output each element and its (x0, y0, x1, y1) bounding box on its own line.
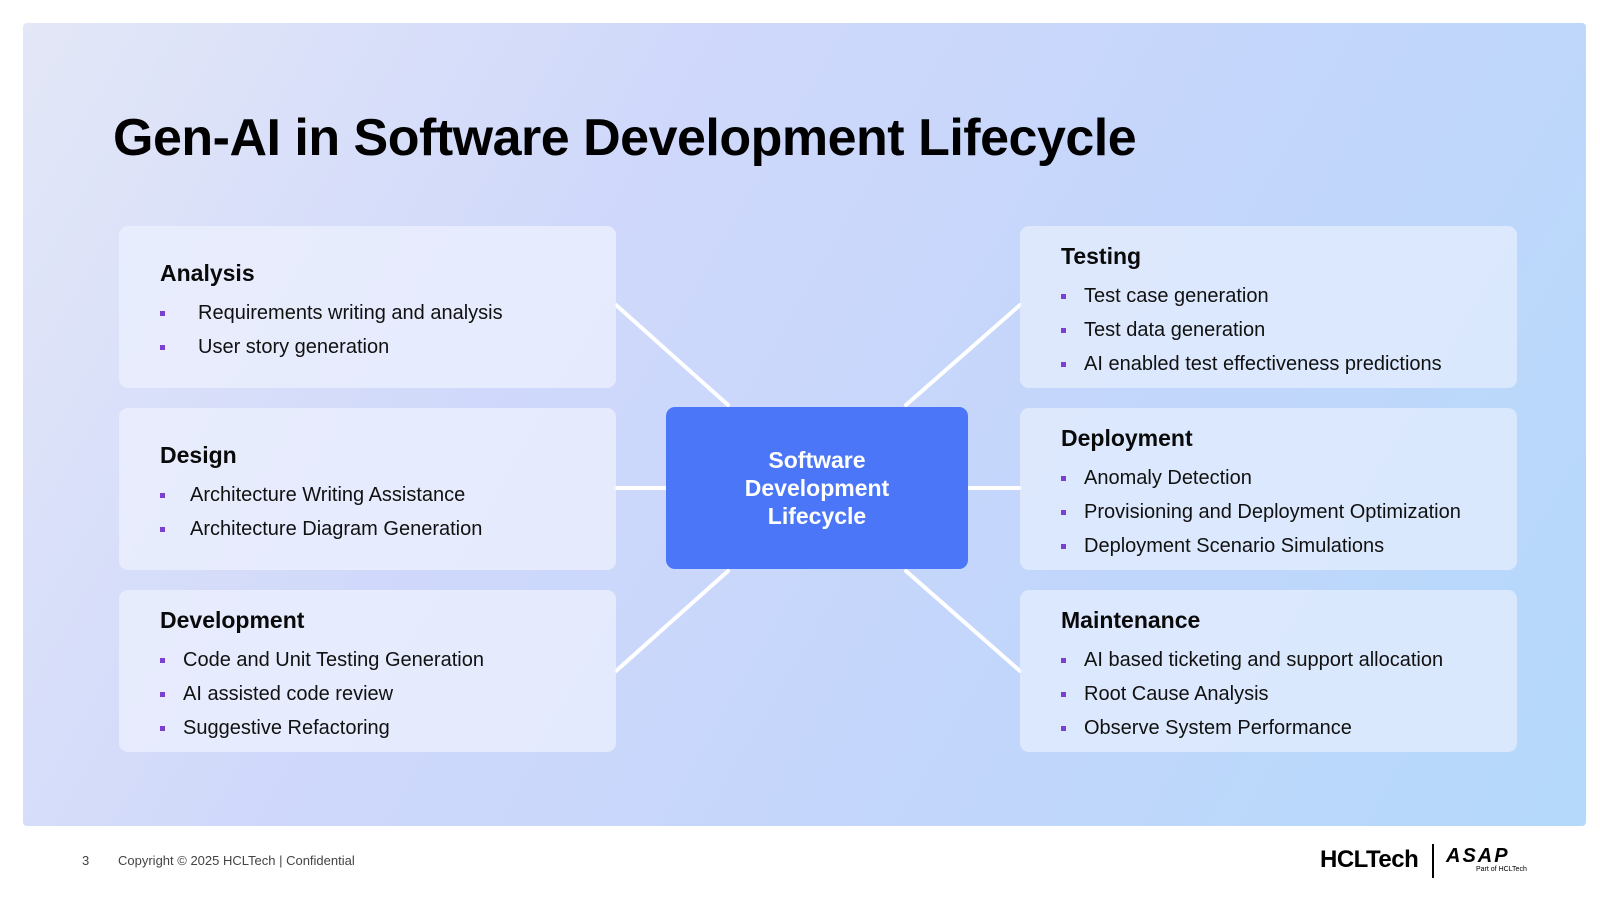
list-item: Root Cause Analysis (1061, 677, 1517, 711)
copyright-text: Copyright © 2025 HCLTech | Confidential (118, 853, 355, 868)
item-text: Code and Unit Testing Generation (183, 649, 484, 671)
list-item: Deployment Scenario Simulations (1061, 529, 1517, 563)
list-item: Provisioning and Deployment Optimization (1061, 495, 1517, 529)
square-bullet-icon (1061, 692, 1066, 697)
square-bullet-icon (1061, 476, 1066, 481)
list-item: Test case generation (1061, 279, 1517, 313)
item-text: Suggestive Refactoring (183, 717, 390, 739)
item-text: User story generation (198, 336, 390, 358)
item-list: Code and Unit Testing Generation AI assi… (160, 643, 616, 745)
square-bullet-icon (160, 527, 165, 532)
square-bullet-icon (160, 493, 165, 498)
list-item: AI assisted code review (160, 677, 616, 711)
card-heading: Testing (1061, 243, 1142, 269)
list-item: AI enabled test effectiveness prediction… (1061, 347, 1517, 381)
list-item: Test data generation (1061, 313, 1517, 347)
list-item: Observe System Performance (1061, 711, 1517, 745)
item-text: Architecture Writing Assistance (190, 484, 466, 506)
list-item: Code and Unit Testing Generation (160, 643, 616, 677)
card-heading: Analysis (160, 260, 255, 286)
square-bullet-icon (1061, 362, 1066, 367)
item-text: Observe System Performance (1084, 717, 1352, 739)
list-item: Architecture Diagram Generation (160, 512, 616, 546)
card-heading: Development (160, 607, 305, 633)
item-text: Requirements writing and analysis (198, 302, 503, 324)
logo-divider (1432, 844, 1434, 878)
square-bullet-icon (1061, 328, 1066, 333)
page-number: 3 (82, 853, 90, 868)
center-node: Software Development Lifecycle (666, 407, 968, 569)
square-bullet-icon (1061, 510, 1066, 515)
item-list: Anomaly Detection Provisioning and Deplo… (1061, 461, 1517, 563)
connector-development (614, 569, 730, 673)
connector-analysis (614, 303, 730, 407)
item-text: Test data generation (1084, 319, 1266, 341)
card-development: Development Code and Unit Testing Genera… (119, 590, 616, 752)
card-analysis: Analysis Requirements writing and analys… (119, 226, 616, 388)
item-text: Test case generation (1084, 285, 1269, 307)
card-design: Design Architecture Writing Assistance A… (119, 408, 616, 570)
square-bullet-icon (1061, 726, 1066, 731)
item-text: Root Cause Analysis (1084, 683, 1269, 705)
list-item: Architecture Writing Assistance (160, 478, 616, 512)
asap-logo: ASAP (1446, 845, 1510, 867)
list-item: AI based ticketing and support allocatio… (1061, 643, 1517, 677)
list-item: Anomaly Detection (1061, 461, 1517, 495)
list-item: User story generation (160, 330, 616, 364)
item-text: AI assisted code review (183, 683, 394, 705)
item-text: Anomaly Detection (1084, 467, 1252, 489)
card-heading: Maintenance (1061, 607, 1201, 633)
square-bullet-icon (160, 726, 165, 731)
item-list: Requirements writing and analysis User s… (160, 296, 616, 364)
square-bullet-icon (160, 345, 165, 350)
square-bullet-icon (160, 658, 165, 663)
list-item: Requirements writing and analysis (160, 296, 616, 330)
square-bullet-icon (160, 692, 165, 697)
connector-testing (904, 303, 1022, 407)
card-deployment: Deployment Anomaly Detection Provisionin… (1020, 408, 1517, 570)
card-testing: Testing Test case generation Test data g… (1020, 226, 1517, 388)
card-maintenance: Maintenance AI based ticketing and suppo… (1020, 590, 1517, 752)
center-label: Software Development Lifecycle (744, 447, 890, 529)
slide-title: Gen-AI in Software Development Lifecycle (113, 109, 1137, 167)
item-text: AI based ticketing and support allocatio… (1084, 649, 1444, 671)
item-text: AI enabled test effectiveness prediction… (1084, 353, 1442, 375)
item-text: Deployment Scenario Simulations (1084, 535, 1385, 557)
item-list: Architecture Writing Assistance Architec… (160, 478, 616, 546)
connector-maintenance (904, 569, 1022, 673)
item-list: Test case generation Test data generatio… (1061, 279, 1517, 381)
square-bullet-icon (1061, 544, 1066, 549)
item-text: Architecture Diagram Generation (190, 518, 483, 540)
square-bullet-icon (1061, 658, 1066, 663)
square-bullet-icon (160, 311, 165, 316)
asap-logo-subtext: Part of HCLTech (1476, 866, 1527, 873)
item-list: AI based ticketing and support allocatio… (1061, 643, 1517, 745)
card-heading: Design (160, 442, 237, 468)
square-bullet-icon (1061, 294, 1066, 299)
card-heading: Deployment (1061, 425, 1193, 451)
hcltech-logo: HCLTech (1320, 846, 1419, 873)
item-text: Provisioning and Deployment Optimization (1084, 501, 1461, 523)
list-item: Suggestive Refactoring (160, 711, 616, 745)
